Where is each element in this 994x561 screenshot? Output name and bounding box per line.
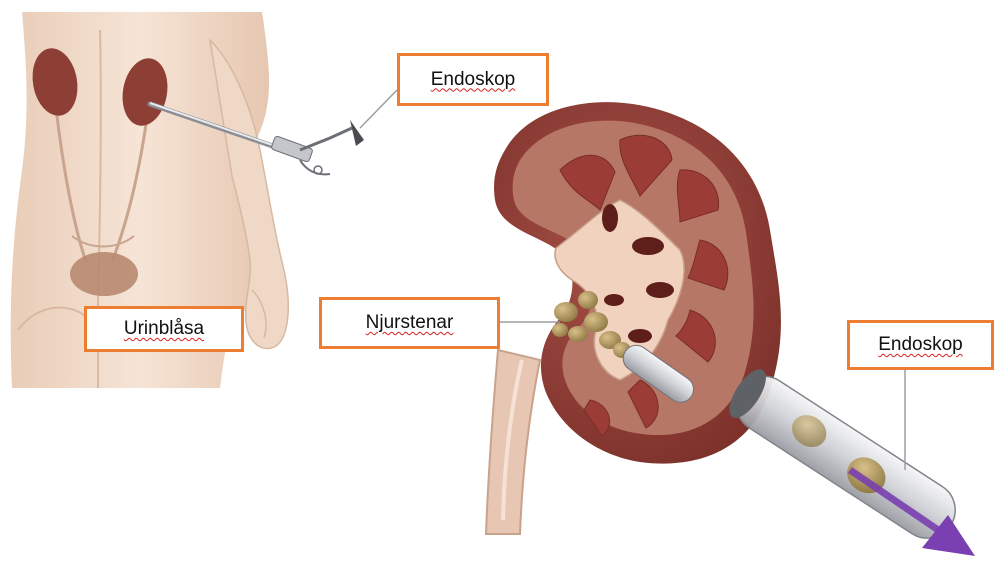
label-urinblasa: Urinblåsa: [84, 306, 244, 352]
label-endoskop-right-text: Endoskop: [878, 334, 963, 356]
label-endoskop-top: Endoskop: [397, 53, 549, 106]
label-endoskop-right: Endoskop: [847, 320, 994, 370]
label-njurstenar: Njurstenar: [319, 297, 500, 349]
label-endoskop-top-text: Endoskop: [431, 69, 516, 91]
label-urinblasa-text: Urinblåsa: [124, 318, 204, 340]
label-njurstenar-text: Njurstenar: [366, 312, 454, 334]
endoscope-tube: [722, 364, 975, 556]
kidney-cross-section: [486, 102, 781, 534]
